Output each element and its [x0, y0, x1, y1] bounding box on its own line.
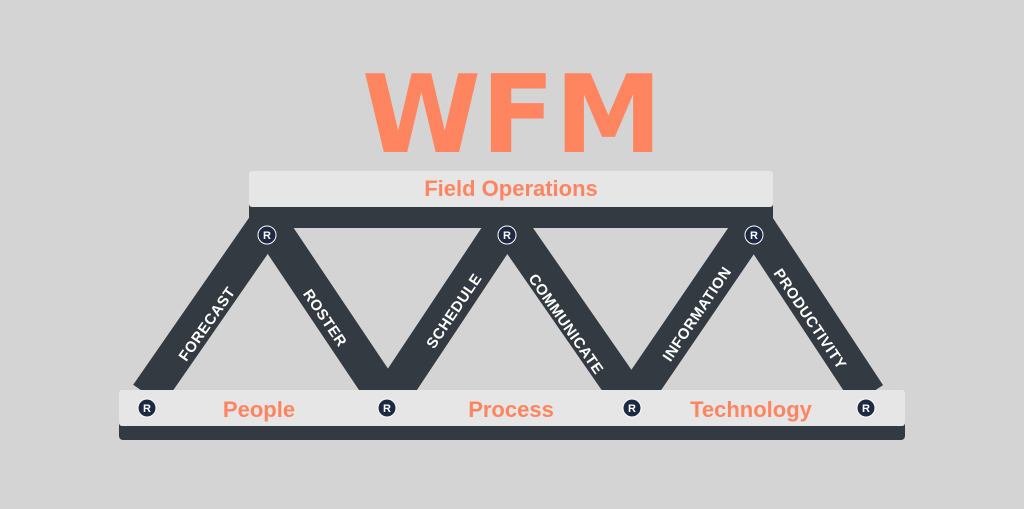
node-badge-top-2: R [497, 225, 517, 245]
base-label-technology: Technology [690, 397, 813, 422]
member-labels: FORECAST ROSTER SCHEDULE COMMUNICATE INF… [176, 264, 850, 378]
node-badges: R R R R R R R [137, 225, 876, 418]
base-label-process: Process [468, 397, 554, 422]
truss-members [133, 211, 884, 406]
node-badge-bottom-3: R [622, 398, 642, 418]
top-chord-label: Field Operations [424, 176, 598, 201]
svg-text:R: R [383, 403, 391, 415]
node-badge-bottom-4: R [856, 398, 876, 418]
top-chord: Field Operations [249, 171, 773, 228]
node-badge-top-1: R [257, 225, 277, 245]
svg-text:R: R [750, 230, 758, 242]
member-productivity-beam [738, 212, 884, 405]
diagram-title: WFM [362, 53, 662, 178]
svg-text:R: R [263, 230, 271, 242]
base-chord-panel [119, 390, 905, 426]
member-roster-beam [253, 211, 399, 406]
svg-text:R: R [503, 230, 511, 242]
svg-text:R: R [143, 403, 151, 415]
node-badge-bottom-2: R [377, 398, 397, 418]
member-forecast-beam [133, 211, 283, 406]
svg-text:R: R [862, 403, 870, 415]
member-information-beam [621, 211, 769, 406]
base-chord: People Process Technology [119, 390, 905, 440]
node-badge-top-3: R [744, 225, 764, 245]
base-label-people: People [223, 397, 295, 422]
top-chord-panel [249, 171, 773, 207]
member-schedule-beam [377, 212, 522, 405]
node-badge-bottom-1: R [137, 398, 157, 418]
top-chord-beam [249, 204, 773, 228]
svg-text:R: R [628, 403, 636, 415]
member-communicate-beam [492, 211, 642, 406]
